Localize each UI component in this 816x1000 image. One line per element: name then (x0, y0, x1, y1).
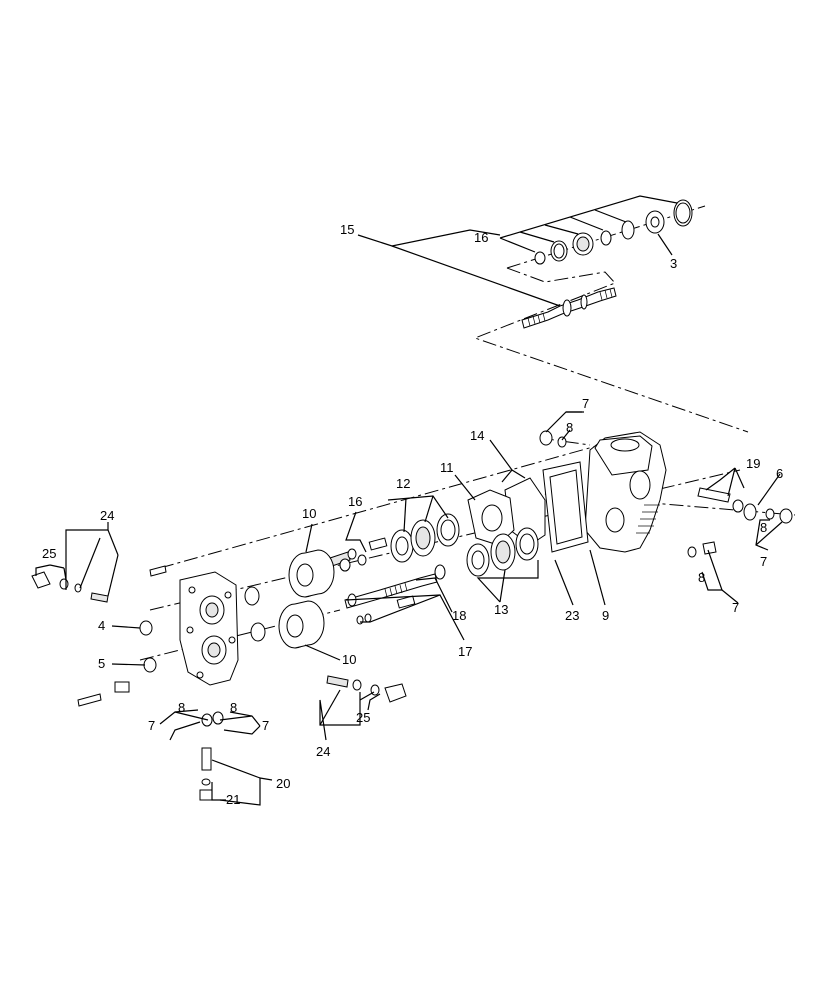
callout-7-bottom-right: 7 (262, 718, 269, 733)
callout-7-lower-right: 7 (732, 600, 739, 615)
callout-25-left: 25 (42, 546, 56, 561)
callout-15: 15 (340, 222, 354, 237)
callout-8: 8 (566, 420, 573, 435)
callout-16: 16 (474, 230, 488, 245)
callout-13: 13 (494, 602, 508, 617)
callout-5: 5 (98, 656, 105, 671)
callout-6: 6 (776, 466, 783, 481)
front-cover (179, 571, 239, 686)
upper-shaft-15 (521, 287, 617, 329)
callout-11: 11 (440, 460, 454, 475)
callout-4: 4 (98, 618, 105, 633)
callout-17: 17 (458, 644, 472, 659)
upper-bearings-16 (534, 199, 693, 265)
callout-25-lower: 25 (356, 710, 370, 725)
gasket-23 (542, 461, 589, 553)
callout-23: 23 (565, 608, 579, 623)
left-relief-valve (31, 571, 109, 603)
callout-8-right: 8 (760, 520, 767, 535)
lower-shaft-17 (344, 537, 446, 625)
callout-8-bottom-left: 8 (178, 700, 185, 715)
bearing-set-12 (390, 513, 460, 563)
callout-19: 19 (746, 456, 760, 471)
callout-20: 20 (276, 776, 290, 791)
callout-16b: 16 (348, 494, 362, 509)
callout-10-lower: 10 (342, 652, 356, 667)
callout-24-lower: 24 (316, 744, 330, 759)
callout-14: 14 (470, 428, 484, 443)
callout-8-lower-right: 8 (698, 570, 705, 585)
callout-10: 10 (302, 506, 316, 521)
spring-seats-16 (329, 548, 367, 572)
callout-7: 7 (582, 396, 589, 411)
callout-21: 21 (226, 792, 240, 807)
cover-11 (467, 489, 515, 546)
callout-7-bottom-left: 7 (148, 718, 155, 733)
callout-3: 3 (670, 256, 677, 271)
center-lines (139, 205, 796, 661)
ball-bearings-10 (244, 549, 335, 649)
bolts-and-plugs (77, 565, 167, 707)
callout-7-right: 7 (760, 554, 767, 569)
transmission-housing-9 (584, 431, 667, 553)
callout-18: 18 (452, 608, 466, 623)
callout-24-left: 24 (100, 508, 114, 523)
callout-12: 12 (396, 476, 410, 491)
lower-relief-valve (326, 675, 407, 703)
leader-lines (35, 195, 783, 806)
callout-8-bottom-right: 8 (230, 700, 237, 715)
callout-labels: 15 16 3 7 8 14 11 12 16 10 19 6 8 7 24 2… (42, 222, 783, 807)
bearing-set-13 (466, 527, 539, 577)
callout-9: 9 (602, 608, 609, 623)
right-small-parts (539, 430, 793, 558)
